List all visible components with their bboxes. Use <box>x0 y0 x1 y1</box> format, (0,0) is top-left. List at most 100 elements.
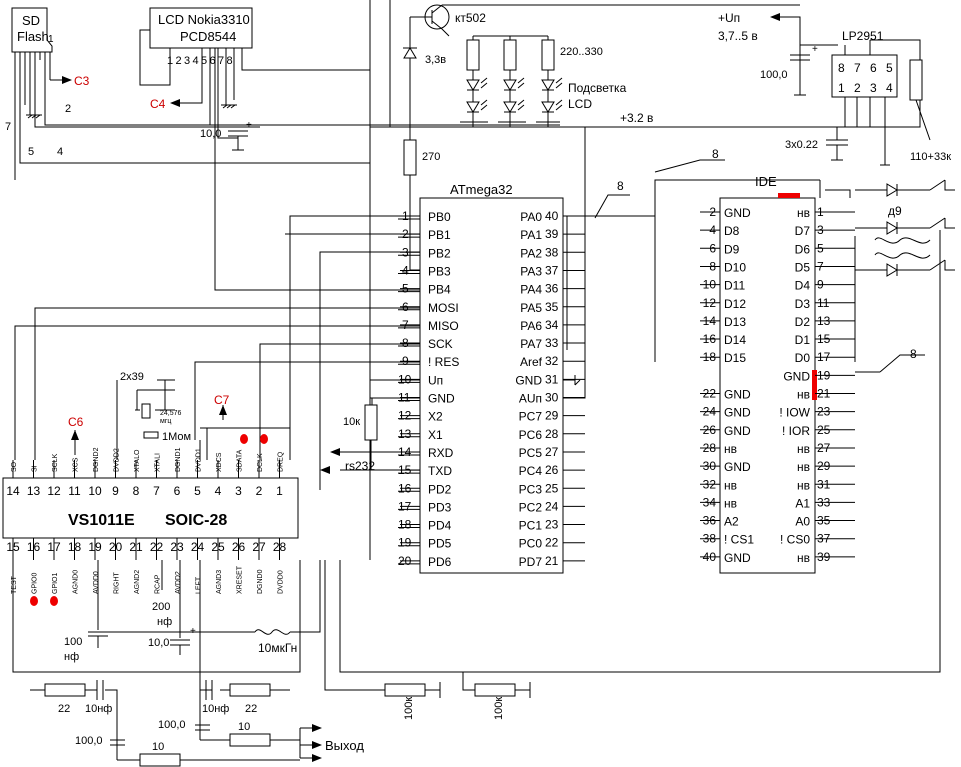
mcu-pin-32-name: Aref <box>520 355 543 369</box>
ide-pin-27-num: 27 <box>817 441 831 455</box>
mcu-pin-26-name: PC4 <box>519 464 543 478</box>
c10nf-a-label: 10нф <box>85 703 112 715</box>
caps3-label: 3x0.22 <box>785 139 818 151</box>
vs-pin-22-num: 22 <box>150 540 164 554</box>
ide-pin-22-num: 22 <box>703 387 717 401</box>
mcu-pin-34-name: PA6 <box>520 319 542 333</box>
ide-pin-10-name: D11 <box>724 279 745 293</box>
r100k-b-label: 100к <box>493 697 505 720</box>
svg-text:+: + <box>246 120 252 131</box>
mcu-pin-13-name: X1 <box>428 428 443 442</box>
ide-pin-18-name: D15 <box>724 351 746 365</box>
sd-wire-4: 4 <box>57 146 63 158</box>
mcu-pin-28-num: 28 <box>545 427 559 441</box>
mcu-pin-40-num: 40 <box>545 209 559 223</box>
mcu-pin-18-num: 18 <box>398 518 412 532</box>
mcu-pin-6-name: MOSI <box>428 301 459 315</box>
ide-pin-3-name: D7 <box>795 224 811 238</box>
mcu-pin-6-num: 6 <box>402 300 409 314</box>
vs-pin-5-name: DVDD1 <box>196 448 203 472</box>
lcd-pin-5: 5 <box>201 55 207 67</box>
sd-wire-2: 2 <box>65 103 71 115</box>
rs232-label: rs232 <box>345 459 375 473</box>
audio-section: 100 нф 200 нф 10,0 + 10мкГн 22 10нф 10нф… <box>12 230 941 767</box>
mcu-pin-27-name: PC5 <box>519 446 543 460</box>
vs-pin-26-name: XRESET <box>237 565 244 594</box>
vs-pin-25-num: 25 <box>211 540 225 554</box>
mcu-pin-30-num: 30 <box>545 391 559 405</box>
power-section: кт502 3,3в 220..330 Подсветка LCD +3.2 в… <box>369 0 951 560</box>
ide-pin-30-num: 30 <box>703 459 717 473</box>
mcu-pin-15-name: TXD <box>428 464 452 478</box>
mcu-pin-7-num: 7 <box>402 318 409 332</box>
mcu-pin-16-name: PD2 <box>428 482 452 496</box>
r10k-label: 10к <box>343 416 360 428</box>
vs-pin-8-name: XTALO <box>134 449 141 472</box>
mcu-pin-38-num: 38 <box>545 245 559 259</box>
ide-pin-13-num: 13 <box>817 314 831 328</box>
ide-pin-14-name: D13 <box>724 315 746 329</box>
vs-pin-17-name: GPIO1 <box>52 572 59 594</box>
ide-pin-35-num: 35 <box>817 514 831 528</box>
r22b-label: 22 <box>245 703 257 715</box>
vs-pin-20-name: RIGHT <box>114 572 121 595</box>
vs-pin-21-num: 21 <box>129 540 143 554</box>
vs-pin-20-num: 20 <box>109 540 123 554</box>
vs-title: VS1011E <box>68 512 135 529</box>
r100k-a-label: 100к <box>403 697 415 720</box>
mcu-pin-33-num: 33 <box>545 336 559 350</box>
mcu-pin-37-num: 37 <box>545 263 559 277</box>
vs-pin-15-name: TEST <box>11 575 18 594</box>
ide-pin-24-num: 24 <box>703 405 717 419</box>
mcu-pin-10-num: 10 <box>398 372 412 386</box>
vs-pin-28-name: DVDD0 <box>278 570 285 594</box>
vs-pin-19-name: AVDD0 <box>93 571 100 594</box>
mcu-pin-39-num: 39 <box>545 227 559 241</box>
vs-pin-14-num: 14 <box>6 484 20 498</box>
ide-pin-8-num: 8 <box>709 259 716 273</box>
mcu-pin-23-num: 23 <box>545 518 559 532</box>
vs-pin-3-num: 3 <box>235 484 242 498</box>
c10-label: 10,0 <box>148 637 169 649</box>
c10nf-b-label: 10нф <box>202 703 229 715</box>
ide-pin-23-num: 23 <box>817 405 831 419</box>
ide-pin-5-num: 5 <box>817 241 824 255</box>
vs-pin-7-num: 7 <box>153 484 160 498</box>
mcu-pin-29-num: 29 <box>545 409 559 423</box>
sd-card: SD Flash 1 C3 7 2 5 4 <box>5 7 560 180</box>
vs-pin-2-num: 2 <box>256 484 263 498</box>
ide-pin-11-name: D3 <box>795 297 811 311</box>
ide-pin-39-name: нв <box>797 551 810 565</box>
vs-pin-4-name: XDCS <box>216 452 223 472</box>
mcu-pin-34-num: 34 <box>545 318 559 332</box>
lcd-pin-3: 3 <box>184 55 190 67</box>
vs-pin-18-name: AGND0 <box>73 570 80 594</box>
ide-pin-2-name: GND <box>724 206 751 220</box>
c200nf-unit: нф <box>157 616 172 628</box>
vs-pin-26-num: 26 <box>232 540 246 554</box>
r22a-label: 22 <box>58 703 70 715</box>
mcu-pin-20-name: PD6 <box>428 555 452 569</box>
vs-pin-23-num: 23 <box>170 540 184 554</box>
mcu-pin-9-num: 9 <box>402 354 409 368</box>
ide-pin-7-name: D5 <box>795 260 811 274</box>
ide-pin-34-num: 34 <box>703 495 717 509</box>
led-icon <box>503 101 517 113</box>
ide-pin-7-num: 7 <box>817 259 824 273</box>
r10b-label: 10 <box>152 741 164 753</box>
reg-pin-2: 2 <box>854 81 861 95</box>
mcu-pin-24-num: 24 <box>545 499 559 513</box>
ide-pin-25-name: ! IOR <box>782 424 810 438</box>
vs-pin-7-name: XTALI <box>155 453 162 472</box>
mcu-pin-40-name: PA0 <box>520 210 542 224</box>
lcd-pin-4: 4 <box>193 55 199 67</box>
cap39-label: 2x39 <box>120 371 144 383</box>
ide-pin-16-name: D14 <box>724 333 746 347</box>
ide-pin-32-num: 32 <box>703 477 717 491</box>
mcu-pin-4-num: 4 <box>402 263 409 277</box>
ide-title: IDE <box>755 174 777 189</box>
ide-pin-38-num: 38 <box>703 532 717 546</box>
ide-pin-30-name: GND <box>724 460 751 474</box>
